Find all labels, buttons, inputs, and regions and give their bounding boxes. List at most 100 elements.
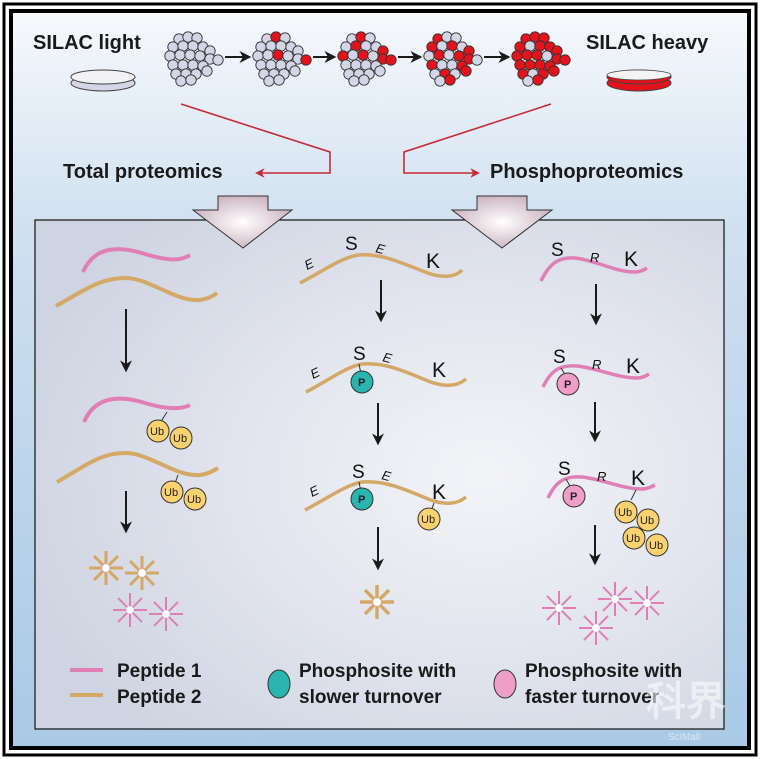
light-protein-dot (367, 50, 379, 62)
residue-k: K (626, 355, 640, 378)
light-protein-dot (185, 74, 197, 86)
phospho-label: P (358, 377, 365, 389)
peptide-fragment-icon (598, 582, 632, 616)
phospho-slow-icon (350, 370, 374, 394)
ub-label: Ub (164, 487, 178, 499)
residue-k: K (624, 248, 638, 271)
light-protein-dot (263, 75, 275, 87)
ubiquitin-icon (622, 526, 646, 550)
heavy-protein-dot (300, 54, 312, 66)
light-protein-dot (273, 74, 285, 86)
legend-slow-line2: slower turnover (299, 687, 442, 708)
watermark: 科界 SciMall (646, 680, 726, 743)
residue-e: E (381, 349, 394, 366)
heavy-protein-dot (453, 50, 465, 62)
slow-site-column: E S E K E S E K P E S E K P Ub (299, 234, 468, 619)
legend-slow-line1: Phosphosite with (299, 661, 456, 682)
light-protein-dot (175, 75, 187, 87)
ubiquitin-icon (417, 507, 441, 531)
residue-r: R (590, 250, 599, 265)
peptide1-strand-ub (82, 396, 191, 423)
ubiquitin-icon (636, 508, 660, 532)
peptide-fragment-icon (630, 586, 664, 620)
connector-to-total (180, 103, 331, 178)
light-protein-dot (262, 49, 274, 61)
watermark-chars: 科界 (646, 680, 726, 724)
light-protein-dot (194, 50, 206, 62)
legend-peptide2-label: Peptide 2 (117, 687, 201, 708)
total-column: Ub Ub Ub Ub (55, 247, 220, 631)
light-protein-dot (347, 49, 359, 61)
ubiquitin-icon (146, 419, 170, 443)
peptide-fragment-icon (125, 556, 159, 590)
light-protein-dot (348, 75, 360, 87)
peptide-fragment-icon (542, 591, 576, 625)
ubiquitin-icon (614, 500, 638, 524)
peptide1-strand-phospho-ub (546, 475, 656, 499)
heavy-protein-dot (548, 65, 560, 77)
peptide-fragment-icon (89, 551, 123, 585)
light-protein-dot (522, 75, 534, 87)
block-arrow-phospho-icon (450, 195, 554, 249)
heavy-protein-dot (444, 74, 456, 86)
ub-label: Ub (626, 533, 640, 545)
ub-linker (630, 489, 637, 501)
ubiquitin-icon (160, 480, 184, 504)
phosphoproteomics-label: Phosphoproteomics (490, 161, 683, 183)
polyub-chain: Ub Ub Ub Ub (614, 500, 669, 557)
ubiquitin-icon (183, 487, 207, 511)
residue-k: K (631, 467, 645, 490)
residue-e: E (374, 240, 387, 257)
legend: Peptide 1 Peptide 2 Phosphosite with slo… (70, 661, 682, 708)
light-protein-dot (374, 65, 386, 77)
ub-label: Ub (421, 514, 435, 526)
legend-slow-phospho-icon (267, 669, 291, 699)
protein-cluster-icon (511, 31, 571, 87)
light-protein-dot (212, 54, 224, 66)
ubiquitin-icon (645, 533, 669, 557)
light-protein-dot (434, 75, 446, 87)
heavy-protein-dot (531, 49, 543, 61)
peptide2-strand (299, 252, 464, 285)
ub-label: Ub (618, 507, 632, 519)
light-protein-dot (184, 49, 196, 61)
peptide1-strand-phospho (541, 364, 650, 388)
residue-r: R (597, 469, 606, 484)
phospho-slow-icon (350, 487, 374, 511)
heavy-protein-dot (385, 54, 397, 66)
light-protein-dot (471, 54, 483, 66)
ub-chain: Ub Ub (146, 419, 193, 450)
peptide1-strand (81, 247, 192, 273)
light-protein-dot (201, 65, 213, 77)
light-protein-dot (443, 49, 455, 61)
residue-s: S (553, 347, 566, 368)
protein-cluster-icon (423, 31, 483, 87)
peptide2-strand-phospho (305, 361, 468, 394)
total-proteomics-label: Total proteomics (63, 161, 223, 183)
peptide-fragment-icon (360, 585, 394, 619)
peptide-fragment-icon (579, 611, 613, 645)
degraded-fragments (360, 585, 394, 619)
ub-label: Ub (173, 433, 187, 445)
residue-s: S (551, 240, 564, 261)
residue-k: K (432, 481, 446, 504)
watermark-sub: SciMall (668, 732, 700, 743)
phospho-fast-icon (556, 372, 580, 396)
residue-s: S (558, 459, 571, 480)
ub-chain: Ub Ub (160, 480, 207, 511)
heavy-protein-dot (559, 54, 571, 66)
heavy-protein-dot (357, 49, 369, 61)
heavy-protein-dot (433, 49, 445, 61)
light-protein-dot (282, 50, 294, 62)
legend-fast-phospho-icon (493, 669, 517, 699)
protein-cluster-icon (164, 31, 224, 87)
light-protein-dot (289, 65, 301, 77)
phospho-fast-icon (562, 484, 586, 508)
peptide1-strand (539, 256, 648, 282)
residue-k: K (432, 359, 446, 382)
degraded-fragments (542, 582, 664, 645)
ub-label: Ub (649, 540, 663, 552)
legend-fast-line1: Phosphosite with (525, 661, 682, 682)
light-protein-dot (174, 49, 186, 61)
ub-label: Ub (150, 426, 164, 438)
